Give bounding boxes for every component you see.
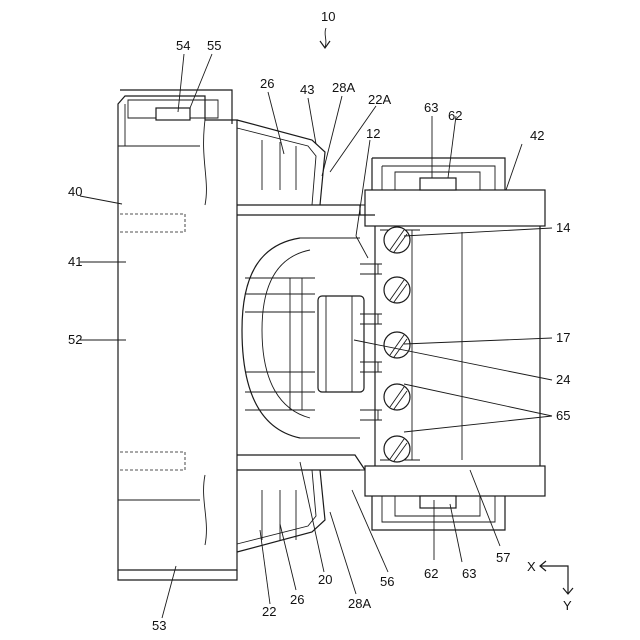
arrow-10-icon [320, 28, 330, 48]
label-26-bottom: 26 [290, 592, 304, 607]
label-24: 24 [556, 372, 570, 387]
left-housing [118, 90, 237, 580]
label-53: 53 [152, 618, 166, 633]
label-12: 12 [366, 126, 380, 141]
latch-24 [318, 296, 364, 392]
label-52: 52 [68, 332, 82, 347]
label-54: 54 [176, 38, 190, 53]
label-56: 56 [380, 574, 394, 589]
label-28A-bottom: 28A [348, 596, 371, 611]
label-43: 43 [300, 82, 314, 97]
label-63-bottom: 63 [462, 566, 476, 581]
label-20: 20 [318, 572, 332, 587]
axis-y-label: Y [563, 598, 572, 613]
label-62-bottom: 62 [424, 566, 438, 581]
label-28A-top: 28A [332, 80, 355, 95]
label-22A: 22A [368, 92, 391, 107]
lock-tab-54 [156, 108, 190, 120]
label-26-top: 26 [260, 76, 274, 91]
label-65: 65 [556, 408, 570, 423]
axis-indicator: X Y [527, 559, 573, 613]
label-55: 55 [207, 38, 221, 53]
leader-lines [80, 54, 552, 618]
label-17: 17 [556, 330, 570, 345]
label-42: 42 [530, 128, 544, 143]
label-14: 14 [556, 220, 570, 235]
label-62-top: 62 [448, 108, 462, 123]
label-40: 40 [68, 184, 82, 199]
label-22: 22 [262, 604, 276, 619]
label-57: 57 [496, 550, 510, 565]
terminals [384, 227, 410, 462]
arm-28A-top [237, 120, 325, 205]
label-10: 10 [321, 9, 335, 24]
label-63-top: 63 [424, 100, 438, 115]
arm-28A-bottom [237, 470, 325, 552]
axis-x-label: X [527, 559, 536, 574]
label-41: 41 [68, 254, 82, 269]
